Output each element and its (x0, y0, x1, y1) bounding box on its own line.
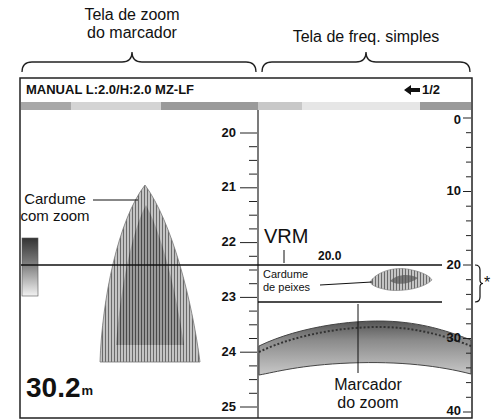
scale-tick (240, 187, 257, 188)
scale-tick (249, 160, 257, 161)
screen-page: 1/2 (422, 83, 440, 98)
scale-number: 40 (447, 404, 461, 419)
scale-tick (249, 201, 257, 202)
depth-readout: 30.2 (26, 372, 81, 404)
leader-line (93, 200, 138, 201)
scale-tick (466, 353, 471, 354)
scale-number: 20 (447, 258, 461, 273)
scale-tick (249, 228, 257, 229)
section-heading: Tela de freq. simples (293, 28, 440, 46)
status-bar (21, 102, 471, 110)
screen-frame (20, 78, 472, 418)
scale-tick (466, 279, 471, 280)
leader-line (358, 304, 359, 373)
zoomed-school-core (116, 205, 184, 345)
scale-ticks (240, 118, 471, 412)
divider (257, 110, 258, 418)
scale-tick (463, 265, 471, 266)
scale-tick (240, 242, 257, 243)
scale-tick (249, 338, 257, 339)
scale-tick (249, 256, 257, 257)
scale-tick (466, 323, 471, 324)
scale-tick (249, 311, 257, 312)
scale-tick (466, 309, 471, 310)
leader-line (284, 250, 285, 263)
depth-unit: m (82, 384, 94, 399)
leader-line (320, 282, 372, 285)
scale-tick (240, 352, 257, 353)
scale-number: 25 (222, 400, 236, 415)
scale-tick (249, 393, 257, 394)
zoomed-school (100, 185, 200, 362)
footnote-mark: * (484, 274, 490, 292)
scale-number: 30 (447, 331, 461, 346)
scale-number: 0 (454, 113, 461, 128)
brace (262, 52, 470, 72)
scale-tick (466, 220, 471, 221)
scale-tick (249, 283, 257, 284)
screen-status: MANUAL L:2.0/H:2.0 MZ-LF (26, 83, 194, 98)
scale-tick (463, 191, 471, 192)
scale-number: 10 (447, 184, 461, 199)
scale-tick (466, 250, 471, 251)
scale-tick (249, 215, 257, 216)
vrm-value: 20.0 (318, 250, 341, 264)
callout-label: Cardume de peixes (263, 268, 317, 293)
scale-tick (249, 174, 257, 175)
scale-tick (466, 206, 471, 207)
scale-tick (466, 132, 471, 133)
arrow-icon (404, 85, 420, 95)
scale-tick (466, 294, 471, 295)
scale-tick (249, 146, 257, 147)
scale-number: 20 (222, 126, 236, 141)
callout-label: VRM (264, 225, 308, 248)
scale-tick (466, 235, 471, 236)
scale-tick (466, 147, 471, 148)
scale-tick (240, 407, 257, 408)
vrm-line (21, 264, 442, 265)
scale-tick (466, 397, 471, 398)
scale-tick (240, 297, 257, 298)
scale-tick (463, 338, 471, 339)
zoom-marker-line (258, 301, 442, 302)
scale-tick (249, 365, 257, 366)
brace (22, 52, 256, 72)
scale-tick (249, 324, 257, 325)
scale-tick (466, 176, 471, 177)
scale-tick (240, 133, 257, 134)
scale-tick (463, 412, 471, 413)
scale-tick (249, 270, 257, 271)
scale-number: 23 (222, 290, 236, 305)
scale-tick (466, 162, 471, 163)
seabed (259, 321, 471, 375)
callout-label: Cardume com zoom (14, 190, 96, 225)
scale-number: 24 (222, 345, 236, 360)
fish-school-core (390, 275, 418, 284)
scale-tick (466, 382, 471, 383)
seabed-edge (259, 327, 471, 352)
scale-tick (466, 367, 471, 368)
fish-school (370, 269, 432, 291)
scale-number: 22 (222, 235, 236, 250)
bracket (475, 265, 483, 302)
scale-tick (249, 379, 257, 380)
scale-tick (463, 118, 471, 119)
callout-label: Marcador do zoom (327, 376, 409, 413)
section-heading: Tela de zoom do marcador (76, 6, 188, 43)
color-bar (22, 238, 38, 296)
scale-number: 21 (222, 180, 236, 195)
